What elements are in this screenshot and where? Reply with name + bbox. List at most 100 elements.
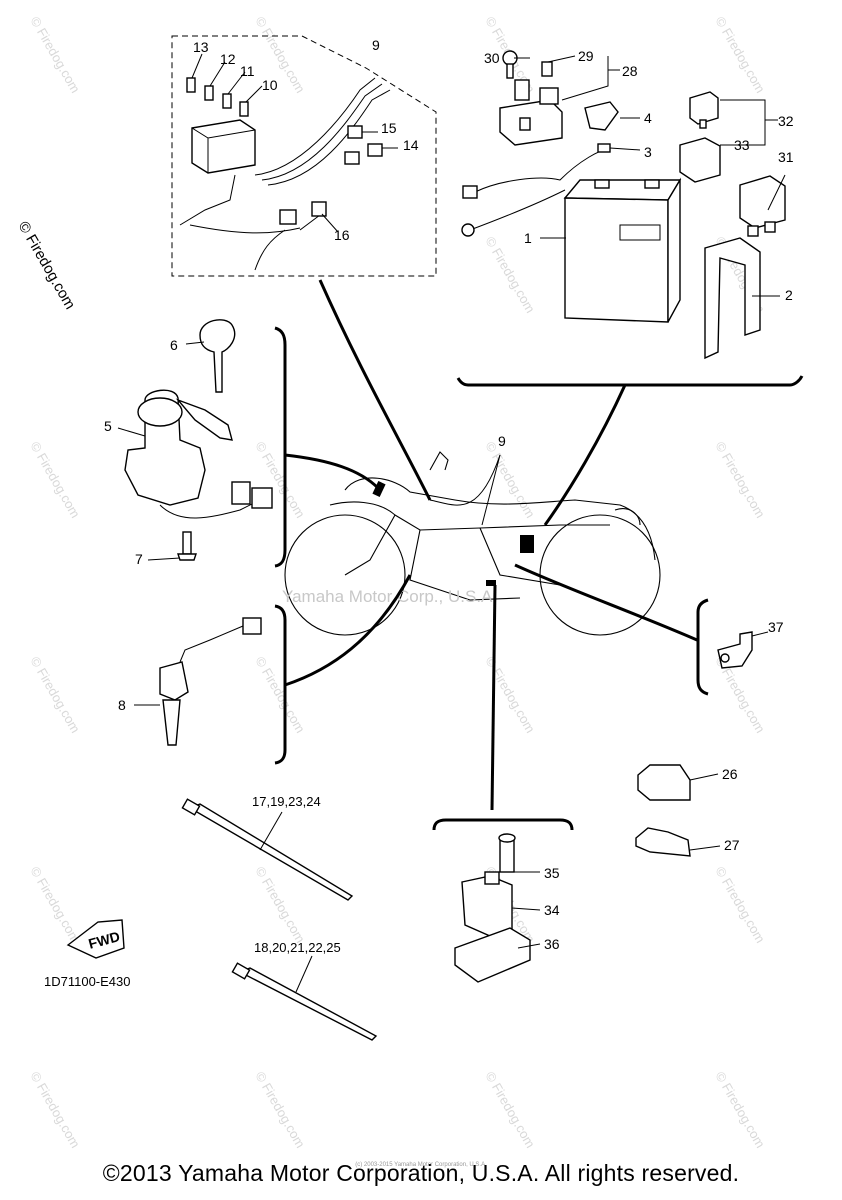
- relay-33: [679, 137, 721, 183]
- fuse-13: [186, 77, 196, 93]
- screw-7: [182, 531, 192, 555]
- sensor-34-group: [432, 818, 574, 983]
- battery-group: [456, 50, 804, 387]
- relay-31: [739, 175, 786, 229]
- callout-26: 26: [722, 766, 738, 782]
- cable-ties-group: [181, 798, 378, 1041]
- side-watermark: © Firedog.com: [15, 219, 79, 313]
- battery: [564, 197, 669, 323]
- inset-border: [171, 35, 437, 277]
- wire-harness-leader: [481, 454, 501, 526]
- callout-7: 7: [135, 551, 143, 567]
- harness-inset: [171, 35, 437, 277]
- neutral-switch: [159, 661, 189, 701]
- watermark: © Firedog.com: [712, 439, 768, 521]
- relay-32: [689, 91, 719, 125]
- callout-3: 3: [644, 144, 652, 160]
- clamp-26: [637, 764, 691, 801]
- main-switch-group: [117, 319, 380, 568]
- watermark: © Firedog.com: [252, 864, 308, 946]
- callout-4: 4: [644, 110, 652, 126]
- watermark: © Firedog.com: [252, 1069, 308, 1151]
- fuse-10: [239, 101, 249, 117]
- switch-route-line: [284, 453, 380, 490]
- harness-route-line: [318, 279, 432, 501]
- callout-5: 5: [104, 418, 112, 434]
- callout-14: 14: [403, 137, 419, 153]
- switch-location-marker: [372, 480, 386, 498]
- callout-12: 12: [220, 51, 236, 67]
- callouts: 13 12 11 10 9 15 14 16 30 29 28 4 3 32 3…: [104, 37, 794, 955]
- battery-group-bracket: [456, 375, 804, 387]
- motorcycle-outline: Yamaha Motor Corp., U.S.A.: [282, 451, 661, 636]
- callout-18-20-21-22-25: 18,20,21,22,25: [254, 940, 341, 955]
- watermark: © Firedog.com: [27, 439, 83, 521]
- sensor-34: [461, 875, 513, 937]
- bracket-37: [717, 631, 753, 669]
- copyright-notice: ©2013 Yamaha Motor Corporation, U.S.A. A…: [102, 1160, 740, 1186]
- callout-6: 6: [170, 337, 178, 353]
- watermark: © Firedog.com: [482, 234, 538, 316]
- callout-33: 33: [734, 137, 750, 153]
- small-print: (c) 2003-2015 Yamaha Motor Corporation, …: [355, 1162, 487, 1168]
- fwd-arrow: FWD: [66, 919, 125, 959]
- callout-29: 29: [578, 48, 594, 64]
- sensor-location-marker: [486, 580, 496, 586]
- connector-16: [311, 201, 327, 217]
- watermark: © Firedog.com: [252, 654, 308, 736]
- starter-relay: [499, 99, 563, 146]
- callout-16: 16: [334, 227, 350, 243]
- control-unit: [191, 119, 256, 174]
- clamps-group: [635, 764, 721, 857]
- callout-13: 13: [193, 39, 209, 55]
- sensor-34-route-line: [490, 584, 497, 811]
- key: [199, 319, 236, 393]
- callout-1: 1: [524, 230, 532, 246]
- watermark: © Firedog.com: [712, 14, 768, 96]
- callout-28: 28: [622, 63, 638, 79]
- bracket-36: [454, 927, 531, 983]
- switch-group-bracket: [274, 326, 287, 568]
- watermark: © Firedog.com: [252, 14, 308, 96]
- watermark: © Firedog.com: [712, 864, 768, 946]
- fwd-label: FWD: [87, 928, 122, 952]
- callout-37: 37: [768, 619, 784, 635]
- callout-2: 2: [785, 287, 793, 303]
- watermark: © Firedog.com: [27, 864, 83, 946]
- watermark: © Firedog.com: [27, 1069, 83, 1151]
- watermark: © Firedog.com: [712, 1069, 768, 1151]
- watermark: © Firedog.com: [482, 439, 538, 521]
- sensor-34-bracket: [432, 818, 574, 831]
- connector-14b: [344, 151, 360, 165]
- callout-31: 31: [778, 149, 794, 165]
- watermark: © Firedog.com: [27, 654, 83, 736]
- callout-9-inset: 9: [372, 37, 380, 53]
- sensor-8-group: [134, 574, 412, 765]
- fuse-29: [541, 61, 553, 77]
- callout-11: 11: [240, 63, 255, 79]
- fuse-11: [222, 93, 232, 109]
- fuse-12: [204, 85, 214, 101]
- watermark: © Firedog.com: [27, 14, 83, 96]
- battery-band: [704, 237, 761, 360]
- sensor-connector: [242, 617, 262, 635]
- connector-14: [367, 143, 383, 157]
- callout-8: 8: [118, 697, 126, 713]
- watermark: © Firedog.com: [482, 654, 538, 736]
- screw-35: [499, 837, 515, 873]
- callout-9-bike: 9: [498, 433, 506, 449]
- center-watermark: Yamaha Motor Corp., U.S.A.: [282, 587, 497, 606]
- bracket-37-group: [696, 598, 769, 696]
- connector-harness: [279, 209, 297, 225]
- terminal-cover: [584, 101, 619, 131]
- callout-32: 32: [778, 113, 794, 129]
- callout-30: 30: [484, 50, 500, 66]
- watermark: © Firedog.com: [482, 1069, 538, 1151]
- bracket-37-route-line: [514, 563, 698, 642]
- callout-15: 15: [381, 120, 397, 136]
- clamp-27: [635, 827, 691, 857]
- callout-27: 27: [724, 837, 740, 853]
- callout-17-19-23-24: 17,19,23,24: [252, 794, 321, 809]
- callout-34: 34: [544, 902, 560, 918]
